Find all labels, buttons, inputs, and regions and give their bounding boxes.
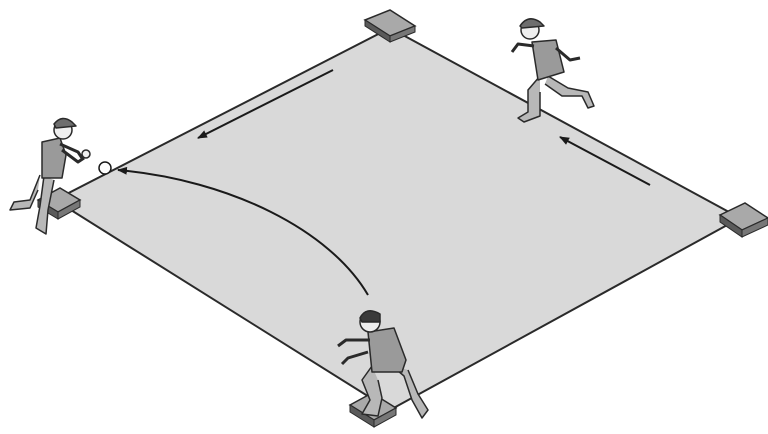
base-right xyxy=(720,203,768,237)
ball xyxy=(99,162,111,174)
fielder xyxy=(10,118,90,234)
